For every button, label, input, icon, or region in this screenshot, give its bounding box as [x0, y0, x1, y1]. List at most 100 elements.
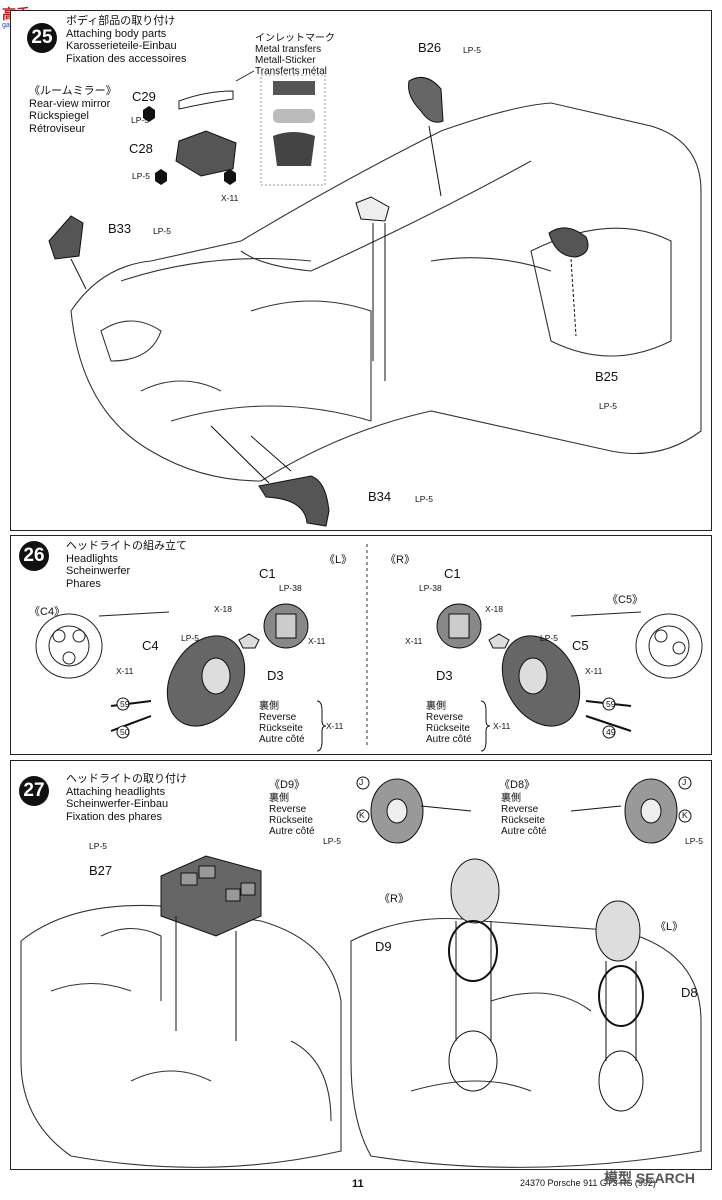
- reverse-caption-left-jp: 裏側: [259, 701, 279, 712]
- c4-lens-shape: [166, 635, 246, 727]
- step-27-title-en: Attaching headlights: [66, 785, 166, 798]
- label-c29: C29: [132, 89, 156, 104]
- part-c28-shape: [175, 130, 237, 177]
- label-d3-right: D3: [436, 668, 453, 683]
- footer-model: Porsche 911 GT3 RS (992): [547, 1178, 656, 1188]
- part-b26-shape: [408, 76, 444, 123]
- step-27-title-de: Scheinwerfer-Einbau: [66, 798, 169, 810]
- label-c1-right: C1: [444, 566, 461, 581]
- paint-b25: LP-5: [599, 401, 617, 411]
- reverse-caption-right-fr: Autre côté: [426, 734, 472, 745]
- c1-right-shape: [436, 603, 482, 649]
- label-d9-ref: 《D9》: [269, 779, 306, 791]
- label-l-side: 《L》: [324, 554, 353, 566]
- reverse-caption-d8-de: Rückseite: [501, 815, 545, 826]
- reverse-caption-right-en: Reverse: [426, 712, 464, 723]
- c5-lens-shape: [501, 635, 581, 727]
- decal-59-right-marker: [602, 697, 616, 711]
- transfers-caption-en: Metal transfers: [255, 44, 322, 55]
- label-j-d9: J: [359, 777, 364, 787]
- paint-b27: LP-5: [89, 841, 107, 851]
- mirror-caption: 《ルームミラー》 Rear-view mirror Rückspiegel Ré…: [29, 85, 117, 135]
- mirror-caption-de: Rückspiegel: [29, 110, 89, 122]
- centre-bracket-shape: [355, 196, 390, 222]
- label-c4: C4: [142, 638, 159, 653]
- car-body-outline: [70, 102, 702, 482]
- c4-reference-shape: [35, 611, 170, 679]
- label-b34: B34: [368, 489, 392, 504]
- label-d8: D8: [681, 985, 698, 1000]
- footer-catalog-number: 24370: [520, 1178, 546, 1188]
- l-headlight-exploded: [595, 900, 644, 1112]
- step-26-title-fr: Phares: [66, 577, 101, 590]
- reverse-caption-d8-en: Reverse: [501, 804, 539, 815]
- label-j-d8: J: [682, 777, 687, 787]
- page-number: 11: [352, 1178, 364, 1190]
- step-25-title-en: Attaching body parts: [66, 27, 167, 40]
- reverse-caption-right: 裏側 Reverse Rückseite Autre côté: [426, 701, 472, 745]
- label-x11-right-c5: X-11: [585, 666, 603, 676]
- step-27-title-fr: Fixation des phares: [66, 810, 162, 823]
- step-25-title-jp: ボディ部品の取り付け: [66, 15, 176, 27]
- label-b33: B33: [108, 221, 132, 236]
- step-25-illustration: [48, 70, 702, 527]
- c5-reference-shape: [570, 611, 703, 679]
- paint-c4: LP-5: [181, 633, 199, 643]
- step-26-panel: 26 ヘッドライトの組み立て Headlights Scheinwerfer P…: [10, 535, 712, 755]
- mirror-caption-jp: 《ルームミラー》: [29, 85, 117, 97]
- label-b25: B25: [595, 369, 619, 384]
- reverse-caption-left-fr: Autre côté: [259, 734, 305, 745]
- right-car-front-outline: [350, 917, 702, 1168]
- step-26-number: 26: [19, 541, 49, 571]
- label-x11-right-reverse: X-11: [493, 721, 511, 731]
- label-k-d9: K: [359, 810, 365, 820]
- paint-b34: LP-5: [415, 494, 433, 504]
- step-27-title-jp: ヘッドライトの取り付け: [66, 773, 187, 785]
- label-k-d8: K: [682, 810, 688, 820]
- step-25-title: ボディ部品の取り付け Attaching body parts Karosser…: [66, 15, 186, 65]
- label-c4-ref: 《C4》: [29, 606, 66, 618]
- paint-lp38-right: LP-38: [419, 583, 442, 593]
- d8-reference-shape: [570, 776, 692, 844]
- mirror-caption-fr: Rétroviseur: [29, 122, 86, 135]
- paint-b33: LP-5: [153, 226, 171, 236]
- label-r-side-27: 《R》: [379, 893, 409, 905]
- step-26-illustration: [35, 544, 703, 752]
- part-b33-shape: [48, 215, 84, 260]
- screw-x11: [143, 106, 236, 185]
- label-x11-c28: X-11: [221, 193, 239, 203]
- part-b34-shape: [258, 475, 330, 527]
- step-27-illustration: [20, 776, 702, 1168]
- transfers-caption-de: Metall-Sticker: [255, 55, 316, 66]
- label-x11-left-c1: X-11: [308, 636, 326, 646]
- c1-left-shape: [263, 603, 309, 649]
- reverse-caption-d8-jp: 裏側: [501, 793, 521, 804]
- step-26-title: ヘッドライトの組み立て Headlights Scheinwerfer Phar…: [66, 540, 187, 590]
- reverse-caption-d9: 裏側 Reverse Rückseite Autre côté: [269, 793, 315, 837]
- label-b26: B26: [418, 40, 442, 55]
- footer-source-logo: 模型 SEARCH: [604, 1170, 696, 1186]
- d3-left-shape: [238, 633, 260, 649]
- label-x11-right-c1: X-11: [405, 636, 423, 646]
- step-27-panel: 27 ヘッドライトの取り付け Attaching headlights Sche…: [10, 760, 712, 1170]
- decal-49-marker: [602, 725, 616, 739]
- decal-59-left-marker: [116, 697, 130, 711]
- step-26-title-en: Headlights: [66, 552, 118, 565]
- metal-transfer-sheet: [260, 74, 326, 186]
- reverse-caption-d9-fr: Autre côté: [269, 826, 315, 837]
- decal-59-left: 59: [120, 699, 130, 709]
- label-d3-left: D3: [267, 668, 284, 683]
- reverse-caption-d8: 裏側 Reverse Rückseite Autre côté: [501, 793, 547, 837]
- reverse-caption-d9-de: Rückseite: [269, 815, 313, 826]
- r-headlight-exploded: [448, 858, 500, 1092]
- step-27-title: ヘッドライトの取り付け Attaching headlights Scheinw…: [66, 773, 187, 823]
- label-d8-ref: 《D8》: [499, 779, 536, 791]
- step-25-title-fr: Fixation des accessoires: [66, 52, 187, 65]
- step-26-title-jp: ヘッドライトの組み立て: [66, 540, 187, 552]
- transfers-caption-fr: Transferts métal: [255, 66, 327, 77]
- part-b27-shape: [160, 855, 262, 937]
- label-c1-left: C1: [259, 566, 276, 581]
- d9-reference-shape: [356, 776, 472, 844]
- reverse-caption-right-jp: 裏側: [426, 701, 446, 712]
- label-x11-left-reverse: X-11: [326, 721, 344, 731]
